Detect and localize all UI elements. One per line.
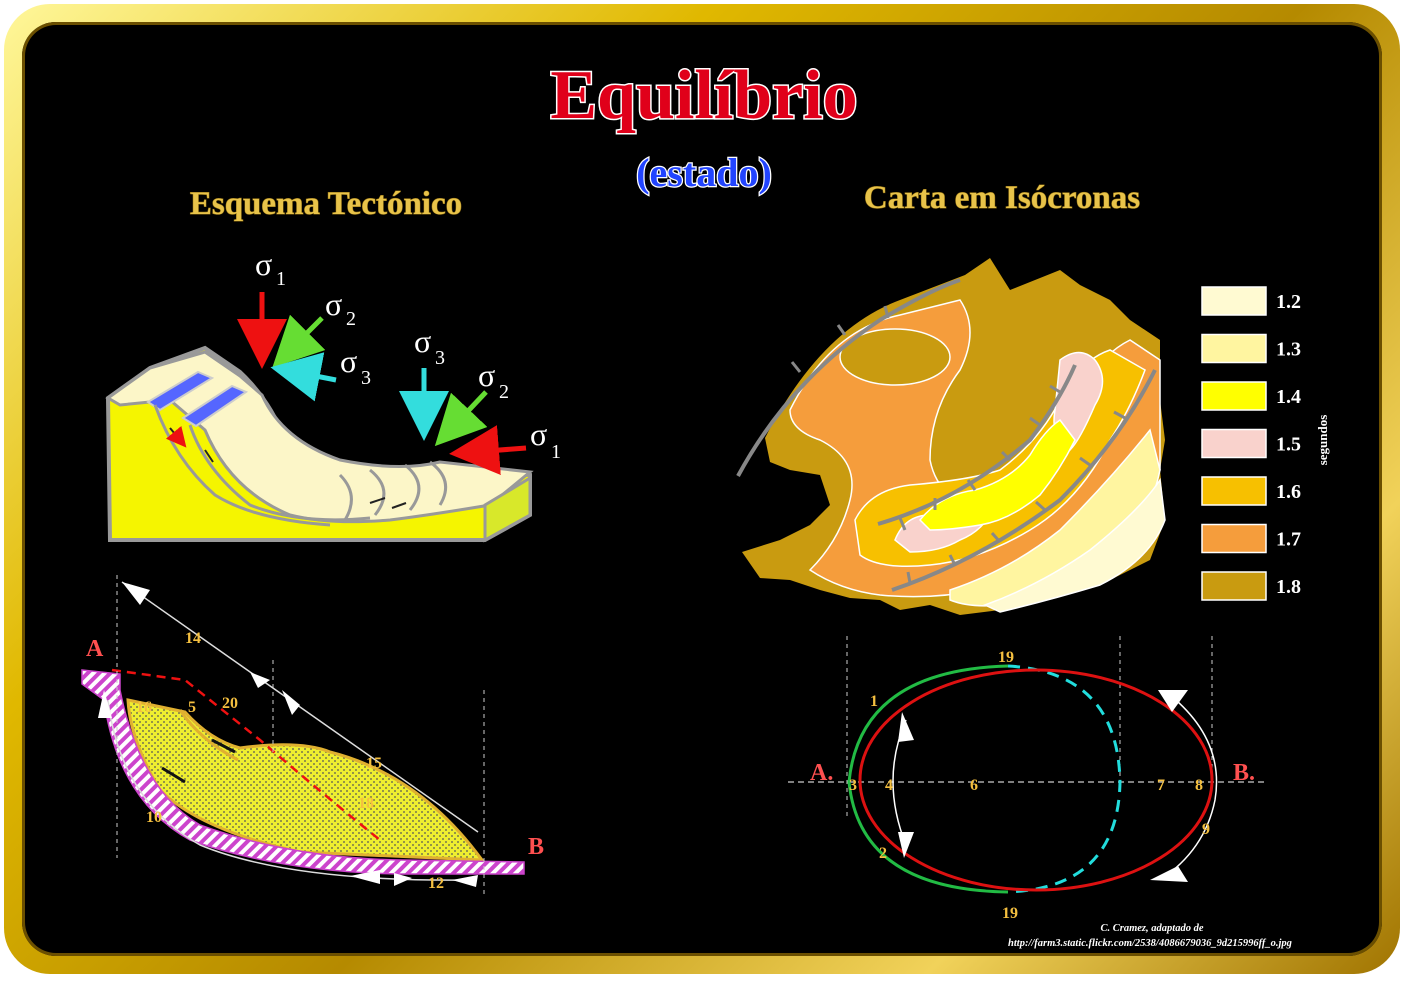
sigma2-sub: 2 xyxy=(499,381,509,403)
strain-ellipse-diagram xyxy=(788,636,1268,894)
ellipse-number: 4 xyxy=(885,777,893,794)
tectonic-block-diagram xyxy=(105,345,534,543)
left-heading: Esquema Tectónico xyxy=(190,186,462,222)
ellipse-number: 8 xyxy=(1195,777,1203,794)
legend-swatch xyxy=(1201,428,1267,459)
cross-section-left xyxy=(81,575,525,894)
cross-section-left-labels: A B 14 16 5 20 15 18 10 12 xyxy=(86,630,544,892)
sigma3-sub: 3 xyxy=(361,367,371,389)
legend-swatch xyxy=(1201,333,1267,364)
legend-label: 1.2 xyxy=(1276,291,1301,313)
section-number: 12 xyxy=(428,875,444,892)
ellipse-number: 19 xyxy=(998,649,1014,666)
section-number: 14 xyxy=(185,630,201,647)
legend-swatch xyxy=(1201,523,1267,554)
label-b: B xyxy=(528,834,544,860)
sigma1-sub: 1 xyxy=(276,268,286,290)
section-number: 20 xyxy=(222,695,238,712)
section-number: 5 xyxy=(188,699,196,716)
legend-unit: segundos xyxy=(1315,415,1330,466)
ellipse-number: 1 xyxy=(870,693,878,710)
sigma1-label: σ xyxy=(255,246,272,282)
credit-line-1: C. Cramez, adaptado de xyxy=(1101,923,1204,934)
legend-swatch xyxy=(1201,286,1267,316)
section-number: 16 xyxy=(136,699,152,716)
ellipse-number: 6 xyxy=(970,777,978,794)
legend-swatch xyxy=(1201,381,1267,411)
ellipse-number: 3 xyxy=(849,777,857,794)
legend-label: 1.3 xyxy=(1276,339,1301,361)
legend-label: 1.6 xyxy=(1276,481,1301,503)
ellipse-number: 9 xyxy=(1202,821,1210,838)
label-a: A xyxy=(86,636,104,662)
isochron-legend: 1.2 1.3 1.4 1.5 1.6 1.7 1.8 xyxy=(1201,286,1301,601)
legend-label: 1.7 xyxy=(1276,529,1301,551)
section-number: 18 xyxy=(358,795,374,812)
credit-line-2: http://farm3.static.flickr.com/2538/4086… xyxy=(1008,938,1292,949)
right-heading: Carta em Isócronas xyxy=(864,180,1140,216)
legend-swatch xyxy=(1201,476,1267,506)
legend-label: 1.5 xyxy=(1276,434,1301,456)
page-title: Equilíbrio xyxy=(550,57,857,134)
sigma2-sub: 2 xyxy=(346,308,356,330)
ellipse-number: 19 xyxy=(1002,905,1018,922)
sigma3-label: σ xyxy=(414,323,431,359)
legend-label: 1.4 xyxy=(1276,386,1301,408)
legend-swatch xyxy=(1201,571,1267,601)
stress-labels-extensional: σ 1 σ 2 σ 3 xyxy=(255,246,371,389)
isochron-map xyxy=(736,258,1166,615)
label-b-dot: B. xyxy=(1233,760,1255,786)
sigma3-label: σ xyxy=(340,343,357,379)
page-subtitle: (estado) xyxy=(636,150,772,195)
sigma2-label: σ xyxy=(325,286,342,322)
strain-ellipse-labels: A. B. 19 1 3 4 6 7 8 9 2 19 xyxy=(810,649,1255,922)
ellipse-number: 2 xyxy=(879,845,887,862)
legend-label: 1.8 xyxy=(1276,576,1301,598)
section-number: 15 xyxy=(366,755,382,772)
sigma1-label: σ xyxy=(530,416,547,452)
ellipse-number: 7 xyxy=(1157,777,1165,794)
sigma3-sub: 3 xyxy=(435,347,445,369)
label-a-dot: A. xyxy=(810,760,833,786)
stress-labels-compressional: σ 3 σ 2 σ 1 xyxy=(414,323,561,463)
sigma1-sub: 1 xyxy=(551,441,561,463)
sigma2-label: σ xyxy=(478,357,495,393)
section-number: 10 xyxy=(146,809,162,826)
stress-arrows-extensional xyxy=(237,292,337,402)
stress-arrows-compressional xyxy=(399,368,527,476)
